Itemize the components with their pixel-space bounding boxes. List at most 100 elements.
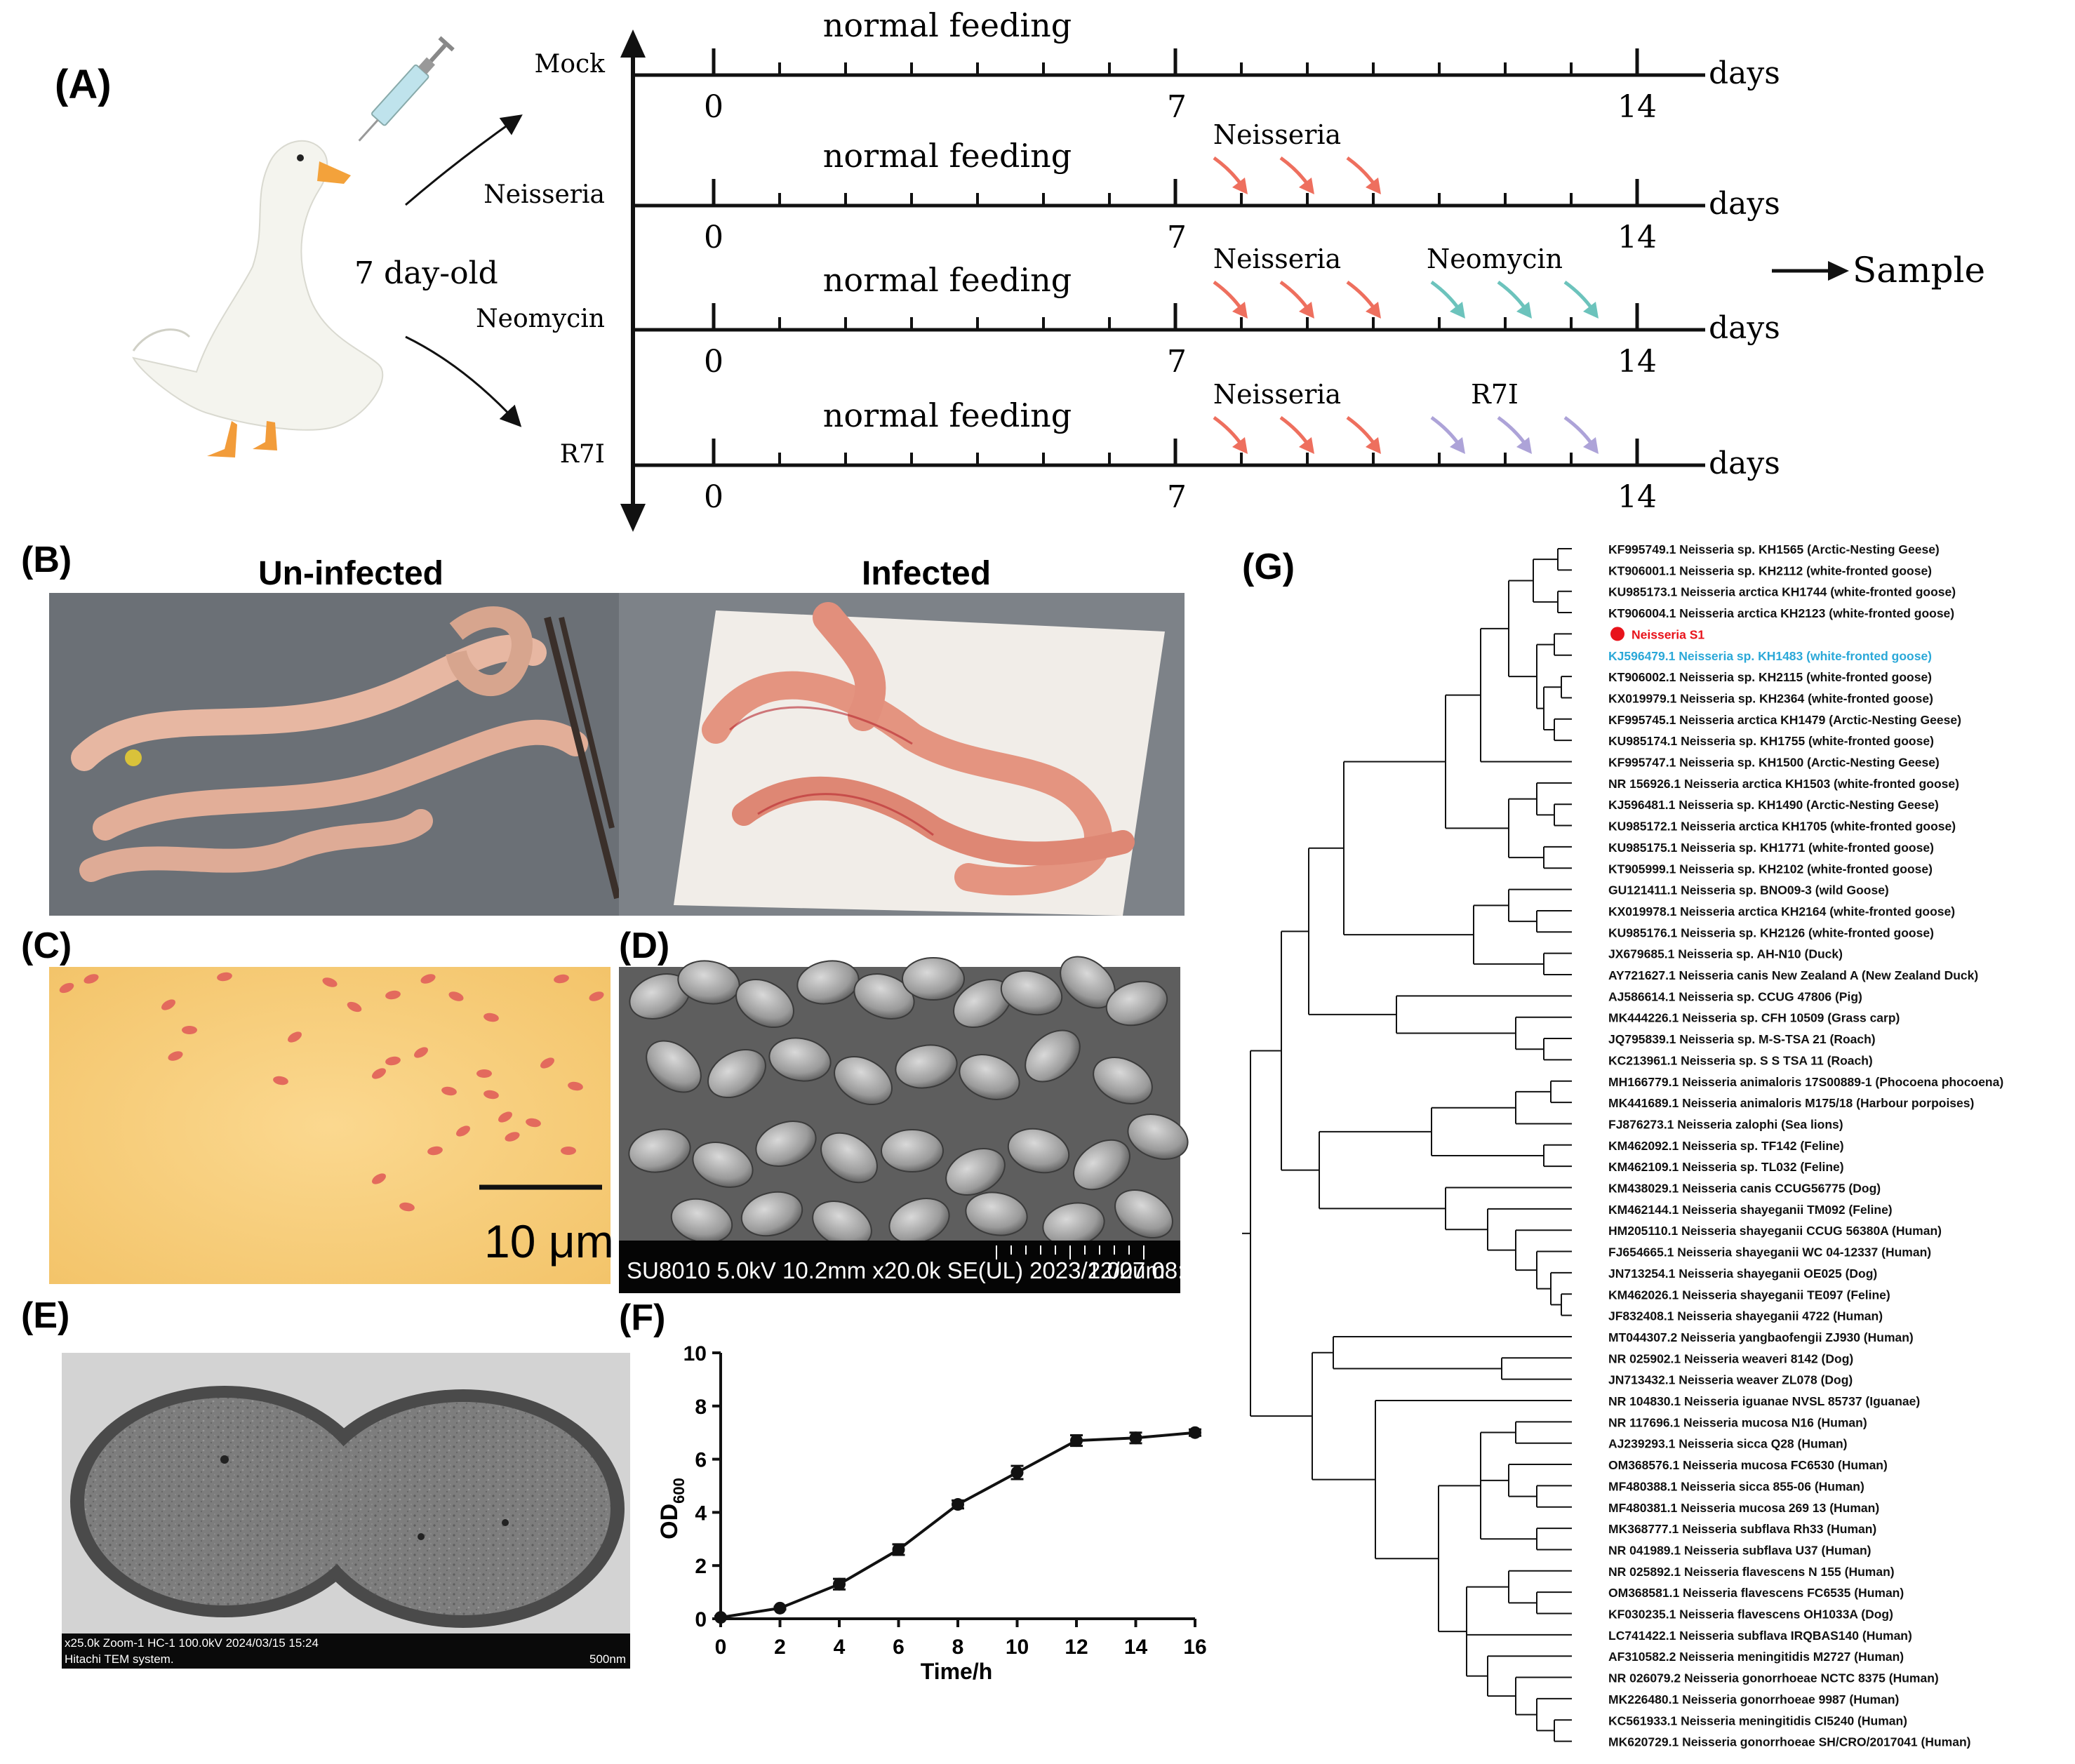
sem-cells bbox=[628, 956, 1189, 1248]
treatment-label: Neisseria bbox=[1213, 119, 1341, 150]
day-tick-label: 7 bbox=[1167, 220, 1187, 255]
tree-leaf-label: OM368576.1 Neisseria mucosa FC6530 (Huma… bbox=[1608, 1458, 1888, 1472]
sem-cell bbox=[853, 973, 915, 1020]
stained-cell bbox=[59, 982, 74, 994]
tree-leaf-label: MK226480.1 Neisseria gonorrhoeae 9987 (H… bbox=[1608, 1692, 1899, 1706]
x-tick-label: 6 bbox=[893, 1636, 905, 1659]
panel-label-a: (A) bbox=[55, 62, 112, 107]
group-label-neomycin: Neomycin bbox=[476, 305, 605, 333]
data-point bbox=[1189, 1426, 1201, 1439]
stained-cell bbox=[161, 999, 175, 1010]
x-tick-label: 12 bbox=[1065, 1636, 1088, 1659]
tree-leaf-label: HM205110.1 Neisseria shayeganii CCUG 563… bbox=[1608, 1224, 1942, 1238]
day-tick-label: 7 bbox=[1167, 344, 1187, 380]
tree-leaf-label: OM368581.1 Neisseria flavescens FC6535 (… bbox=[1608, 1586, 1904, 1600]
normal-feeding-label: normal feeding bbox=[823, 261, 1072, 299]
stained-cell bbox=[526, 1118, 541, 1128]
sem-cell bbox=[1093, 1057, 1153, 1104]
data-point bbox=[833, 1577, 846, 1591]
sem-cell bbox=[796, 960, 860, 1005]
infected-intestine-photo bbox=[619, 593, 1185, 916]
day-tick-label: 0 bbox=[704, 479, 723, 515]
sem-cell bbox=[1007, 1128, 1070, 1174]
tree-leaf-label: JN713254.1 Neisseria shayeganii OE025 (D… bbox=[1608, 1267, 1877, 1281]
y-tick-label: 6 bbox=[695, 1449, 707, 1472]
panel-c: (C) 10 μm bbox=[21, 926, 614, 1284]
stained-cell bbox=[420, 974, 436, 984]
tree-leaf-label: KJ596479.1 Neisseria sp. KH1483 (white-f… bbox=[1608, 649, 1932, 663]
panel-label-f: (F) bbox=[619, 1297, 665, 1338]
dose-arrowhead bbox=[1366, 437, 1381, 454]
tree-leaf-label: LC741422.1 Neisseria subflava IRQBAS140 … bbox=[1608, 1629, 1912, 1643]
tree-leaf-label: NR 025892.1 Neisseria flavescens N 155 (… bbox=[1608, 1565, 1895, 1579]
sem-cell bbox=[820, 1132, 878, 1184]
stained-cell bbox=[441, 1086, 457, 1096]
x-tick-label: 10 bbox=[1006, 1636, 1029, 1659]
stained-cell bbox=[561, 1147, 576, 1155]
tree-leaf-label: NR 156926.1 Neisseria arctica KH1503 (wh… bbox=[1608, 777, 1959, 791]
tree-leaf-label: KX019978.1 Neisseria arctica KH2164 (whi… bbox=[1608, 904, 1955, 918]
x-tick-label: 4 bbox=[834, 1636, 846, 1659]
stained-cell bbox=[483, 1013, 499, 1022]
sem-cell bbox=[628, 1128, 691, 1173]
sem-cell bbox=[1025, 1029, 1081, 1083]
stained-cell bbox=[168, 1051, 183, 1061]
normal-feeding-label: normal feeding bbox=[823, 396, 1072, 434]
sem-info-bar bbox=[619, 1241, 1180, 1293]
stained-cell bbox=[322, 977, 338, 987]
dose-arrow bbox=[1563, 280, 1595, 312]
sem-cell bbox=[1127, 1114, 1189, 1160]
tree-leaf-label: JX679685.1 Neisseria sp. AH-N10 (Duck) bbox=[1608, 947, 1843, 961]
tree-leaf-label: MF480381.1 Neisseria mucosa 269 13 (Huma… bbox=[1608, 1501, 1879, 1515]
sem-info-text: SU8010 5.0kV 10.2mm x20.0k SE(UL) 2023/1… bbox=[627, 1257, 1210, 1283]
tree-leaf-label: KF995745.1 Neisseria arctica KH1479 (Arc… bbox=[1608, 713, 1961, 727]
data-point bbox=[1010, 1466, 1024, 1479]
phylogenetic-tree: KF995749.1 Neisseria sp. KH1565 (Arctic-… bbox=[1242, 542, 2003, 1749]
dose-arrow bbox=[1430, 280, 1462, 312]
dose-arrowhead bbox=[1299, 178, 1314, 194]
normal-feeding-label: normal feeding bbox=[823, 137, 1072, 175]
tree-leaf-label: KF030235.1 Neisseria flavescens OH1033A … bbox=[1608, 1608, 1893, 1622]
tree-leaf-label: JN713432.1 Neisseria weaver ZL078 (Dog) bbox=[1608, 1373, 1853, 1387]
tree-leaf-label: KT906002.1 Neisseria sp. KH2115 (white-f… bbox=[1608, 670, 1932, 684]
tree-leaf-label: KF995747.1 Neisseria sp. KH1500 (Arctic-… bbox=[1608, 756, 1940, 770]
dose-arrowhead bbox=[1299, 437, 1314, 454]
stained-cell bbox=[372, 1068, 386, 1079]
treatment-label: Neomycin bbox=[1427, 243, 1563, 274]
data-point bbox=[773, 1601, 787, 1615]
tree-leaf-label: KM438029.1 Neisseria canis CCUG56775 (Do… bbox=[1608, 1182, 1881, 1196]
tree-leaf-label: Neisseria S1 bbox=[1632, 627, 1704, 641]
tree-leaf-label: NR 026079.2 Neisseria gonorrhoeae NCTC 8… bbox=[1608, 1671, 1939, 1685]
data-point bbox=[714, 1611, 727, 1624]
dose-arrow bbox=[1279, 280, 1311, 312]
data-point bbox=[1070, 1434, 1083, 1448]
sem-cell bbox=[959, 1054, 1020, 1100]
scale-bar-label: 10 μm bbox=[484, 1215, 614, 1267]
dose-arrow bbox=[1213, 156, 1244, 187]
dose-arrow bbox=[1497, 280, 1528, 312]
stained-cell bbox=[505, 1132, 520, 1142]
tem-dividing-cell bbox=[70, 1386, 625, 1628]
panel-e: (E) x25.0k Zoom-1 HC-1 100.0kV 2024/03/1… bbox=[21, 1295, 630, 1669]
uninfected-intestine-photo bbox=[49, 593, 621, 916]
tree-leaf-label: GU121411.1 Neisseria sp. BNO09-3 (wild G… bbox=[1608, 883, 1889, 897]
data-point bbox=[1129, 1431, 1142, 1445]
dose-arrowhead bbox=[1450, 437, 1465, 454]
stained-cell bbox=[182, 1026, 197, 1034]
sem-cell bbox=[755, 1121, 817, 1167]
y-tick-label: 8 bbox=[695, 1396, 707, 1419]
dose-arrow bbox=[1279, 415, 1311, 447]
sem-cell bbox=[834, 1055, 893, 1106]
stained-cell bbox=[448, 991, 464, 1001]
tree-leaf-label: KM462026.1 Neisseria shayeganii TE097 (F… bbox=[1608, 1288, 1890, 1302]
tree-leaf-label: NR 117696.1 Neisseria mucosa N16 (Human) bbox=[1608, 1415, 1867, 1429]
y-tick-label: 10 bbox=[683, 1342, 707, 1365]
panel-label-c: (C) bbox=[21, 926, 72, 966]
dose-arrowhead bbox=[1299, 302, 1314, 319]
dose-arrow bbox=[1346, 415, 1377, 447]
growth-line bbox=[720, 1431, 1196, 1619]
dose-arrow bbox=[1563, 415, 1595, 447]
dose-arrow bbox=[1213, 280, 1244, 312]
